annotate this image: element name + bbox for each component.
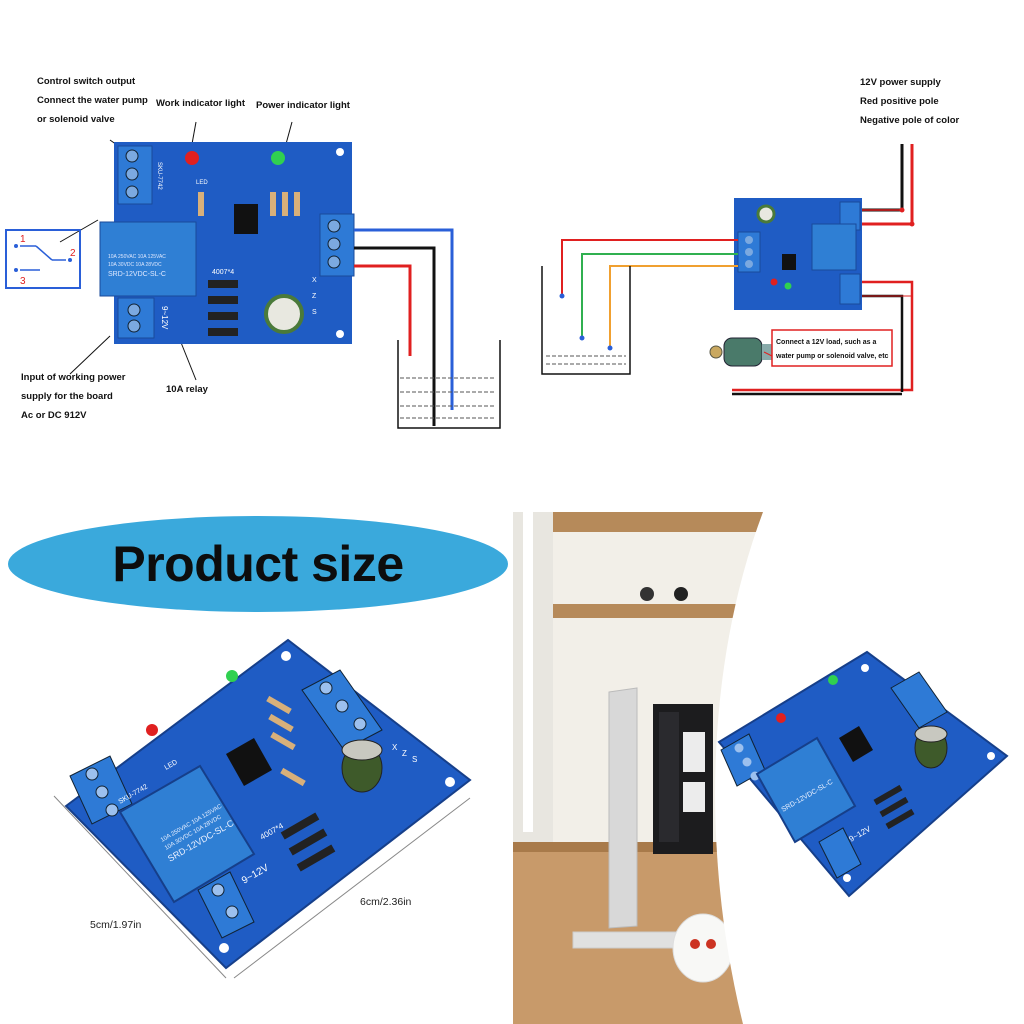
terminal-label-top: SKU-7742: [156, 162, 162, 190]
probe-label-bottom-1: X: [392, 743, 398, 752]
dimension-width-label: 5cm/1.97in: [90, 919, 142, 931]
schematic-number-3: 3: [20, 276, 26, 287]
label-power-input-line3: Ac or DC 912V: [21, 410, 87, 421]
label-relay: 10A relay: [166, 384, 208, 395]
wiring-diagram-left-graphic: 10A 250VAC 10A 125VAC 10A 30VDC 10A 28VD…: [5, 121, 501, 429]
dimension-length-label: 6cm/2.36in: [360, 896, 412, 908]
led-label-top: LED: [196, 180, 208, 186]
product-size-banner: [8, 516, 508, 612]
schematic-number-2: 2: [70, 248, 76, 259]
wiring-diagram-right: Connect a 12V load, such as a water pump…: [512, 60, 1024, 440]
label-control-output-line2: Connect the water pump: [37, 95, 148, 106]
probe-label-top-2: Z: [312, 293, 317, 300]
probe-label-top-1: X: [312, 277, 317, 284]
label-power-input-line1: Input of working power: [21, 372, 126, 383]
label-power-input-line2: supply for the board: [21, 391, 113, 402]
label-work-indicator: Work indicator light: [156, 98, 246, 109]
lifestyle-scene: SRD-12VDC-SL-C 9~12V: [513, 512, 1024, 1024]
schematic-number-1: 1: [20, 234, 26, 245]
probe-label-bottom-3: S: [412, 755, 417, 764]
lifestyle-scene-graphic: SRD-12VDC-SL-C 9~12V: [513, 512, 1024, 1024]
relay-text-top-l3: SRD-12VDC-SL-C: [108, 271, 166, 278]
relay-text-top-l2: 10A 30VDC 10A 28VDC: [108, 262, 162, 268]
diode-label-top: 4007*4: [212, 269, 234, 276]
label-12v-supply-line1: 12V power supply: [860, 77, 941, 88]
wiring-diagram-left: 10A 250VAC 10A 125VAC 10A 30VDC 10A 28VD…: [0, 60, 512, 440]
voltage-label-top: 9~12V: [160, 306, 169, 330]
label-control-output-line1: Control switch output: [37, 76, 136, 87]
probe-label-top-3: S: [312, 309, 317, 316]
product-board-graphic: 10A 250VAC 10A 125VAC 10A 30VDC 10A 28VD…: [53, 638, 472, 979]
product-size-title: Product size: [112, 536, 404, 592]
label-power-indicator: Power indicator light: [256, 100, 350, 111]
product-board-photo: 10A 250VAC 10A 125VAC 10A 30VDC 10A 28VD…: [40, 626, 510, 986]
relay-text-top-l1: 10A 250VAC 10A 125VAC: [108, 254, 166, 260]
probe-label-bottom-2: Z: [402, 749, 407, 758]
label-12v-supply-line2: Red positive pole: [860, 96, 939, 107]
label-control-output-line3: or solenoid valve: [37, 114, 115, 125]
wiring-diagram-right-graphic: Connect a 12V load, such as a water pump…: [541, 144, 915, 396]
load-callout-line1: Connect a 12V load, such as a: [776, 339, 876, 346]
label-control-output: Control switch output Connect the water …: [37, 72, 148, 129]
label-12v-supply: 12V power supply Red positive pole Negat…: [860, 73, 959, 130]
label-power-input: Input of working power supply for the bo…: [21, 368, 126, 425]
label-12v-supply-line3: Negative pole of color: [860, 115, 960, 126]
load-callout-line2: water pump or solenoid valve, etc: [775, 353, 889, 360]
